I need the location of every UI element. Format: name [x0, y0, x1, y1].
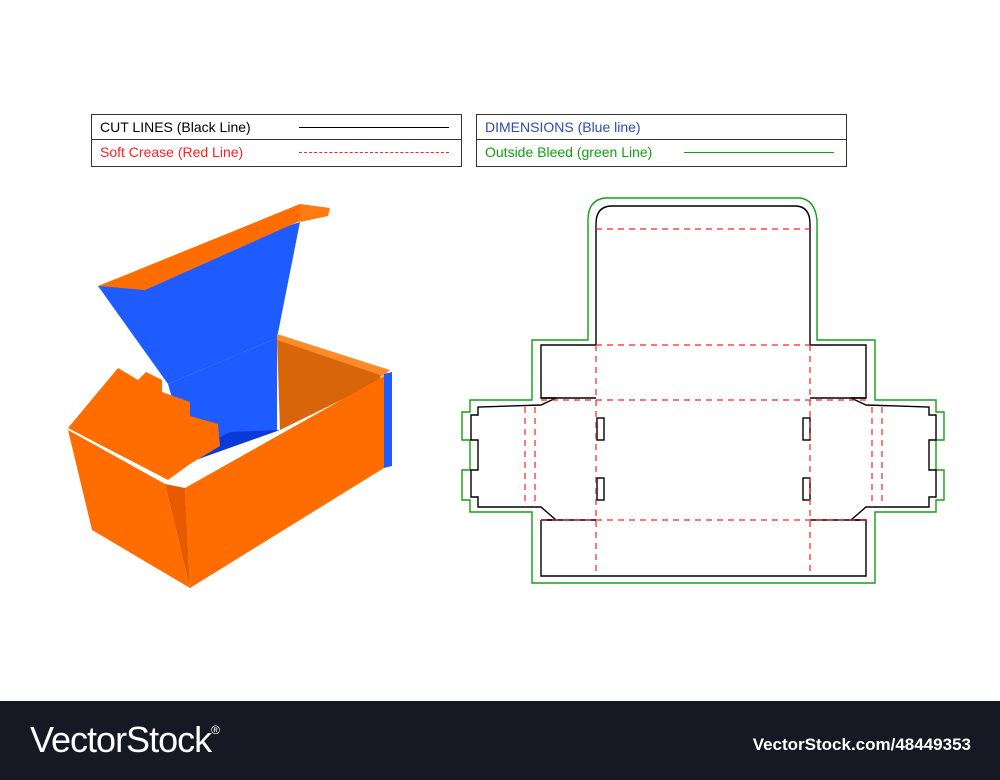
- box-3d-illustration: [68, 204, 392, 588]
- bleed-line-sample: [684, 152, 834, 153]
- cut-lines: [470, 205, 937, 577]
- legend-row-outside-bleed: Outside Bleed (green Line): [477, 139, 846, 163]
- inner-floor: [185, 430, 280, 462]
- crease-line-sample: [299, 152, 449, 153]
- legend-row-dimensions: DIMENSIONS (Blue line): [477, 115, 846, 139]
- legend-row-cut-lines: CUT LINES (Black Line): [92, 115, 461, 139]
- lid-front-tuck: [300, 204, 330, 222]
- dust-flap: [68, 368, 220, 480]
- front-panel: [185, 376, 384, 588]
- lid-inner-panel: [98, 222, 300, 384]
- brand-logo: VectorStock®: [30, 719, 220, 761]
- left-end-corner: [165, 484, 190, 588]
- legend-box-cut-crease: CUT LINES (Black Line) Soft Crease (Red …: [91, 114, 462, 167]
- cut-line-sample: [299, 127, 449, 128]
- right-edge-blue: [384, 372, 392, 468]
- left-end-panel: [68, 430, 190, 588]
- right-rim: [277, 334, 390, 376]
- footer-bar: VectorStock® VectorStock.com/48449353: [0, 701, 1000, 780]
- brand-registered-mark: ®: [211, 723, 220, 737]
- outside-bleed-line: [461, 197, 945, 584]
- legend-label-dimensions: DIMENSIONS (Blue line): [485, 119, 641, 135]
- legend-box-dimensions-bleed: DIMENSIONS (Blue line) Outside Bleed (gr…: [476, 114, 847, 167]
- dieline-diagram: [461, 197, 945, 584]
- legend-label-cut-lines: CUT LINES (Black Line): [100, 119, 251, 135]
- legend-label-soft-crease: Soft Crease (Red Line): [100, 143, 244, 160]
- image-id: VectorStock.com/48449353: [752, 735, 971, 754]
- inner-right-wall: [277, 338, 383, 430]
- lid-top-panel: [98, 204, 328, 290]
- legend-row-soft-crease: Soft Crease (Red Line): [92, 139, 461, 163]
- brand-name: VectorStock: [30, 719, 212, 760]
- crease-lines: [524, 228, 883, 576]
- legend-label-outside-bleed: Outside Bleed (green Line): [485, 143, 653, 160]
